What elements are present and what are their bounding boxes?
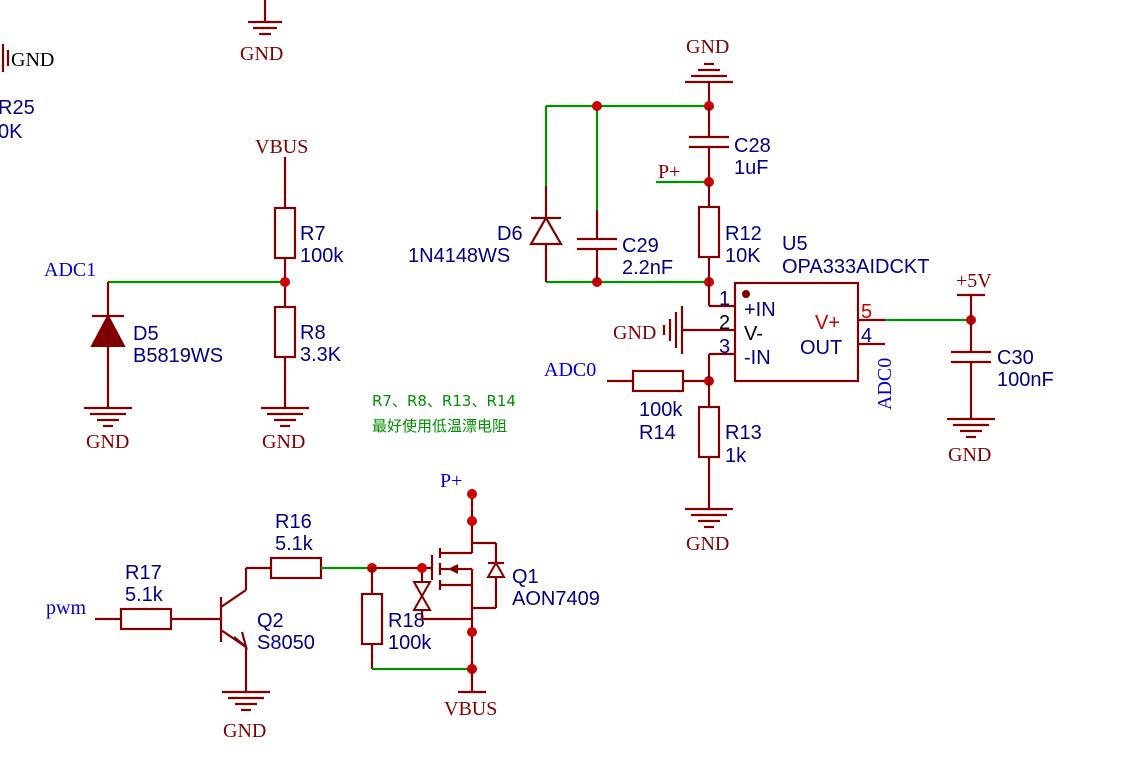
u5-value: OPA333AIDCKT bbox=[782, 256, 929, 278]
adc0-label-in: ADC0 bbox=[544, 359, 596, 381]
svg-text:GND: GND bbox=[613, 322, 656, 344]
gnd-label-left: GND bbox=[11, 49, 54, 71]
r16-value: 5.1k bbox=[275, 533, 314, 555]
vbus-label-r7: VBUS bbox=[255, 136, 308, 158]
c30-value: 100nF bbox=[997, 369, 1054, 391]
d5-diode-icon bbox=[90, 313, 126, 347]
c28-value: 1uF bbox=[734, 157, 768, 179]
gnd-symbol-c30: GND bbox=[947, 417, 995, 466]
svg-text:3: 3 bbox=[719, 336, 730, 358]
adc1-label: ADC1 bbox=[44, 259, 96, 281]
svg-text:1: 1 bbox=[719, 288, 730, 310]
r13-ref: R13 bbox=[725, 422, 762, 444]
svg-text:4: 4 bbox=[861, 325, 872, 347]
gnd-symbol-u5: GND bbox=[613, 306, 684, 354]
gnd-symbol-top: GND bbox=[240, 0, 283, 65]
r16-resistor bbox=[269, 556, 323, 580]
r8-ref: R8 bbox=[300, 322, 326, 344]
gnd-symbol-q2: GND bbox=[222, 690, 270, 742]
d6-diode-icon bbox=[529, 215, 563, 246]
r12-value: 10K bbox=[725, 245, 761, 267]
r14-value: 100k bbox=[639, 399, 683, 421]
d5-value: B5819WS bbox=[133, 345, 223, 367]
c29-value: 2.2nF bbox=[622, 257, 673, 279]
note-line2: 最好使用低温漂电阻 bbox=[372, 417, 507, 435]
r8-value: 3.3K bbox=[300, 344, 342, 366]
d6-value: 1N4148WS bbox=[408, 245, 510, 267]
r17-value: 5.1k bbox=[125, 584, 164, 606]
q1-mosfet bbox=[430, 521, 506, 669]
junction-dot bbox=[280, 277, 290, 287]
r13-value: 1k bbox=[725, 445, 747, 467]
r12-ref: R12 bbox=[725, 223, 762, 245]
vbus-label-q1: VBUS bbox=[444, 698, 497, 720]
d6-ref: D6 bbox=[497, 223, 523, 245]
pplus-label-q1: P+ bbox=[440, 470, 462, 492]
svg-text:5: 5 bbox=[861, 301, 872, 323]
r7-ref: R7 bbox=[300, 223, 326, 245]
v5-label: +5V bbox=[956, 270, 992, 292]
r14-resistor bbox=[631, 369, 685, 393]
d5-ref: D5 bbox=[133, 323, 159, 345]
adc0-label-out: ADC0 bbox=[874, 358, 896, 410]
pplus-label-c28: P+ bbox=[658, 161, 680, 183]
gnd-symbol-r8: GND bbox=[261, 406, 309, 453]
svg-text:GND: GND bbox=[686, 533, 729, 555]
u5-pin-in-minus: -IN bbox=[744, 347, 771, 369]
c28-ref: C28 bbox=[734, 135, 771, 157]
q1-ref: Q1 bbox=[512, 566, 539, 588]
u5-ref: U5 bbox=[782, 233, 808, 255]
note-line1: R7、R8、R13、R14 bbox=[372, 392, 516, 410]
u5-pin-out: OUT bbox=[800, 337, 842, 359]
u5-pin-vminus: V- bbox=[744, 323, 763, 345]
gnd-label-top: GND bbox=[240, 43, 283, 65]
r18-ref: R18 bbox=[388, 610, 425, 632]
u5-opamp bbox=[733, 281, 860, 383]
r17-resistor bbox=[119, 607, 173, 631]
r18-value: 100k bbox=[388, 632, 432, 654]
r16-ref: R16 bbox=[275, 511, 312, 533]
gnd-symbol-d5: GND bbox=[84, 406, 132, 453]
svg-text:GND: GND bbox=[223, 720, 266, 742]
gnd-symbol-c28: GND bbox=[685, 36, 733, 106]
svg-text:GND: GND bbox=[86, 431, 129, 453]
r25-ref: R25 bbox=[0, 97, 35, 119]
svg-text:GND: GND bbox=[948, 444, 991, 466]
gnd-symbol-left: GND bbox=[1, 44, 54, 72]
pwm-label: pwm bbox=[46, 597, 86, 619]
gnd-symbol-r13: GND bbox=[685, 507, 733, 555]
r8-resistor bbox=[273, 305, 297, 359]
r12-resistor bbox=[697, 205, 721, 259]
q2-transistor bbox=[219, 568, 248, 692]
r7-value: 100k bbox=[300, 245, 344, 267]
q1-value: AON7409 bbox=[512, 588, 600, 610]
svg-text:2: 2 bbox=[719, 312, 730, 334]
zener-diode-icon bbox=[412, 568, 472, 621]
r17-ref: R17 bbox=[125, 562, 162, 584]
svg-text:GND: GND bbox=[262, 431, 305, 453]
c30-ref: C30 bbox=[997, 347, 1034, 369]
r18-resistor bbox=[360, 592, 384, 646]
c29-ref: C29 bbox=[622, 235, 659, 257]
svg-text:GND: GND bbox=[686, 36, 729, 58]
r13-resistor bbox=[697, 405, 721, 459]
r7-resistor bbox=[273, 206, 297, 260]
u5-pin-vplus: V+ bbox=[815, 312, 840, 334]
q2-ref: Q2 bbox=[257, 610, 284, 632]
u5-pin-in-plus: +IN bbox=[744, 299, 776, 321]
r25-value: 0K bbox=[0, 121, 23, 143]
r14-ref: R14 bbox=[639, 422, 676, 444]
q2-value: S8050 bbox=[257, 632, 315, 654]
